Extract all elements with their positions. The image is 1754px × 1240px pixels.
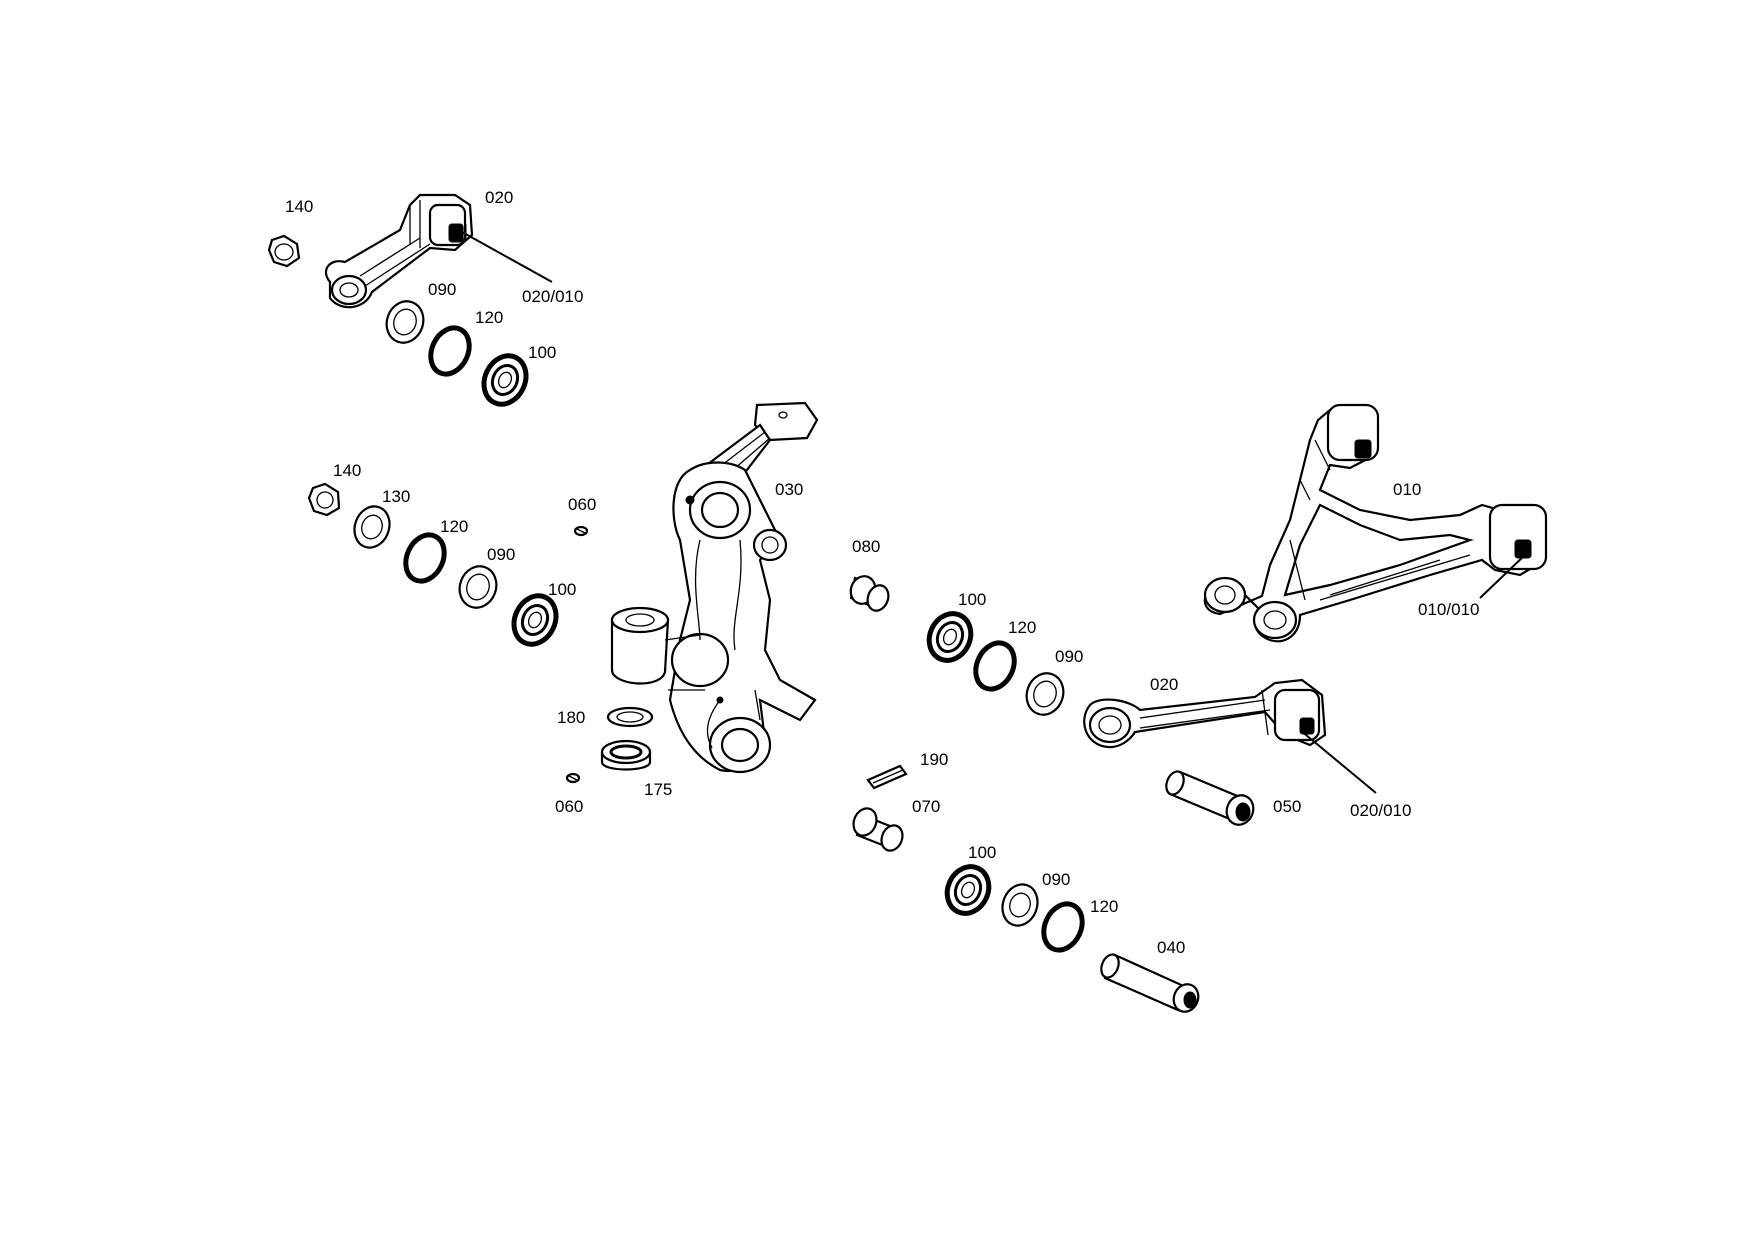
label-030: 030 <box>775 480 803 499</box>
bearing-100-b <box>511 593 559 647</box>
bearing-175 <box>600 739 652 771</box>
oring-120-c <box>973 640 1017 692</box>
spring-pin-190 <box>866 764 908 790</box>
label-190: 190 <box>920 750 948 769</box>
upper-left-arm-assembly <box>267 193 553 407</box>
oring-120-a <box>428 325 472 377</box>
label-100-b: 100 <box>548 580 576 599</box>
label-090-d: 090 <box>1042 870 1070 889</box>
label-090-b: 090 <box>487 545 515 564</box>
label-020-a: 020 <box>485 188 513 207</box>
leader-020010-a <box>461 231 553 283</box>
label-070: 070 <box>912 797 940 816</box>
oring-120-d <box>1041 901 1085 953</box>
label-060-b: 060 <box>555 797 583 816</box>
label-020010-a: 020/010 <box>522 287 583 306</box>
label-090-c: 090 <box>1055 647 1083 666</box>
bushing-080 <box>849 575 890 612</box>
label-120-a: 120 <box>475 308 503 327</box>
label-020-b: 020 <box>1150 675 1178 694</box>
label-120-b: 120 <box>440 517 468 536</box>
grease-nipple-060-b <box>565 772 581 784</box>
label-060-a: 060 <box>568 495 596 514</box>
label-080: 080 <box>852 537 880 556</box>
washer-090-b <box>458 565 498 609</box>
label-010: 010 <box>1393 480 1421 499</box>
label-180: 180 <box>557 708 585 727</box>
label-140-a: 140 <box>285 197 313 216</box>
label-130: 130 <box>382 487 410 506</box>
arm-020-a <box>324 193 474 309</box>
bearing-100-c <box>926 611 974 663</box>
label-120-c: 120 <box>1008 618 1036 637</box>
leader-020010-b <box>1299 729 1377 794</box>
washer-090-d <box>1001 883 1039 927</box>
label-010010: 010/010 <box>1418 600 1479 619</box>
pin-050 <box>1165 770 1255 826</box>
washer-090-a <box>385 300 425 344</box>
bushing-070 <box>852 807 904 852</box>
bearing-100-a <box>481 353 529 407</box>
label-040: 040 <box>1157 938 1185 957</box>
steering-knuckle-030 <box>610 401 819 774</box>
label-100-a: 100 <box>528 343 556 362</box>
washer-130 <box>353 505 391 549</box>
grease-nipple-060-a <box>573 525 589 537</box>
nut-140-b <box>307 482 341 517</box>
washer-090-c <box>1025 672 1065 716</box>
label-120-d: 120 <box>1090 897 1118 916</box>
label-050: 050 <box>1273 797 1301 816</box>
label-100-c: 100 <box>958 590 986 609</box>
label-020010-b: 020/010 <box>1350 801 1411 820</box>
label-175: 175 <box>644 780 672 799</box>
pin-040 <box>1100 953 1200 1013</box>
label-090-a: 090 <box>428 280 456 299</box>
leader-010010 <box>1479 554 1526 599</box>
left-bearing-stack <box>307 482 589 784</box>
oring-120-b <box>403 532 447 584</box>
bearing-100-d <box>944 864 992 916</box>
washer-180 <box>606 706 654 728</box>
label-100-d: 100 <box>968 843 996 862</box>
label-140-b: 140 <box>333 461 361 480</box>
arm-020-b <box>1083 678 1327 749</box>
a-arm-010 <box>1203 403 1548 643</box>
nut-140-a <box>267 234 301 268</box>
